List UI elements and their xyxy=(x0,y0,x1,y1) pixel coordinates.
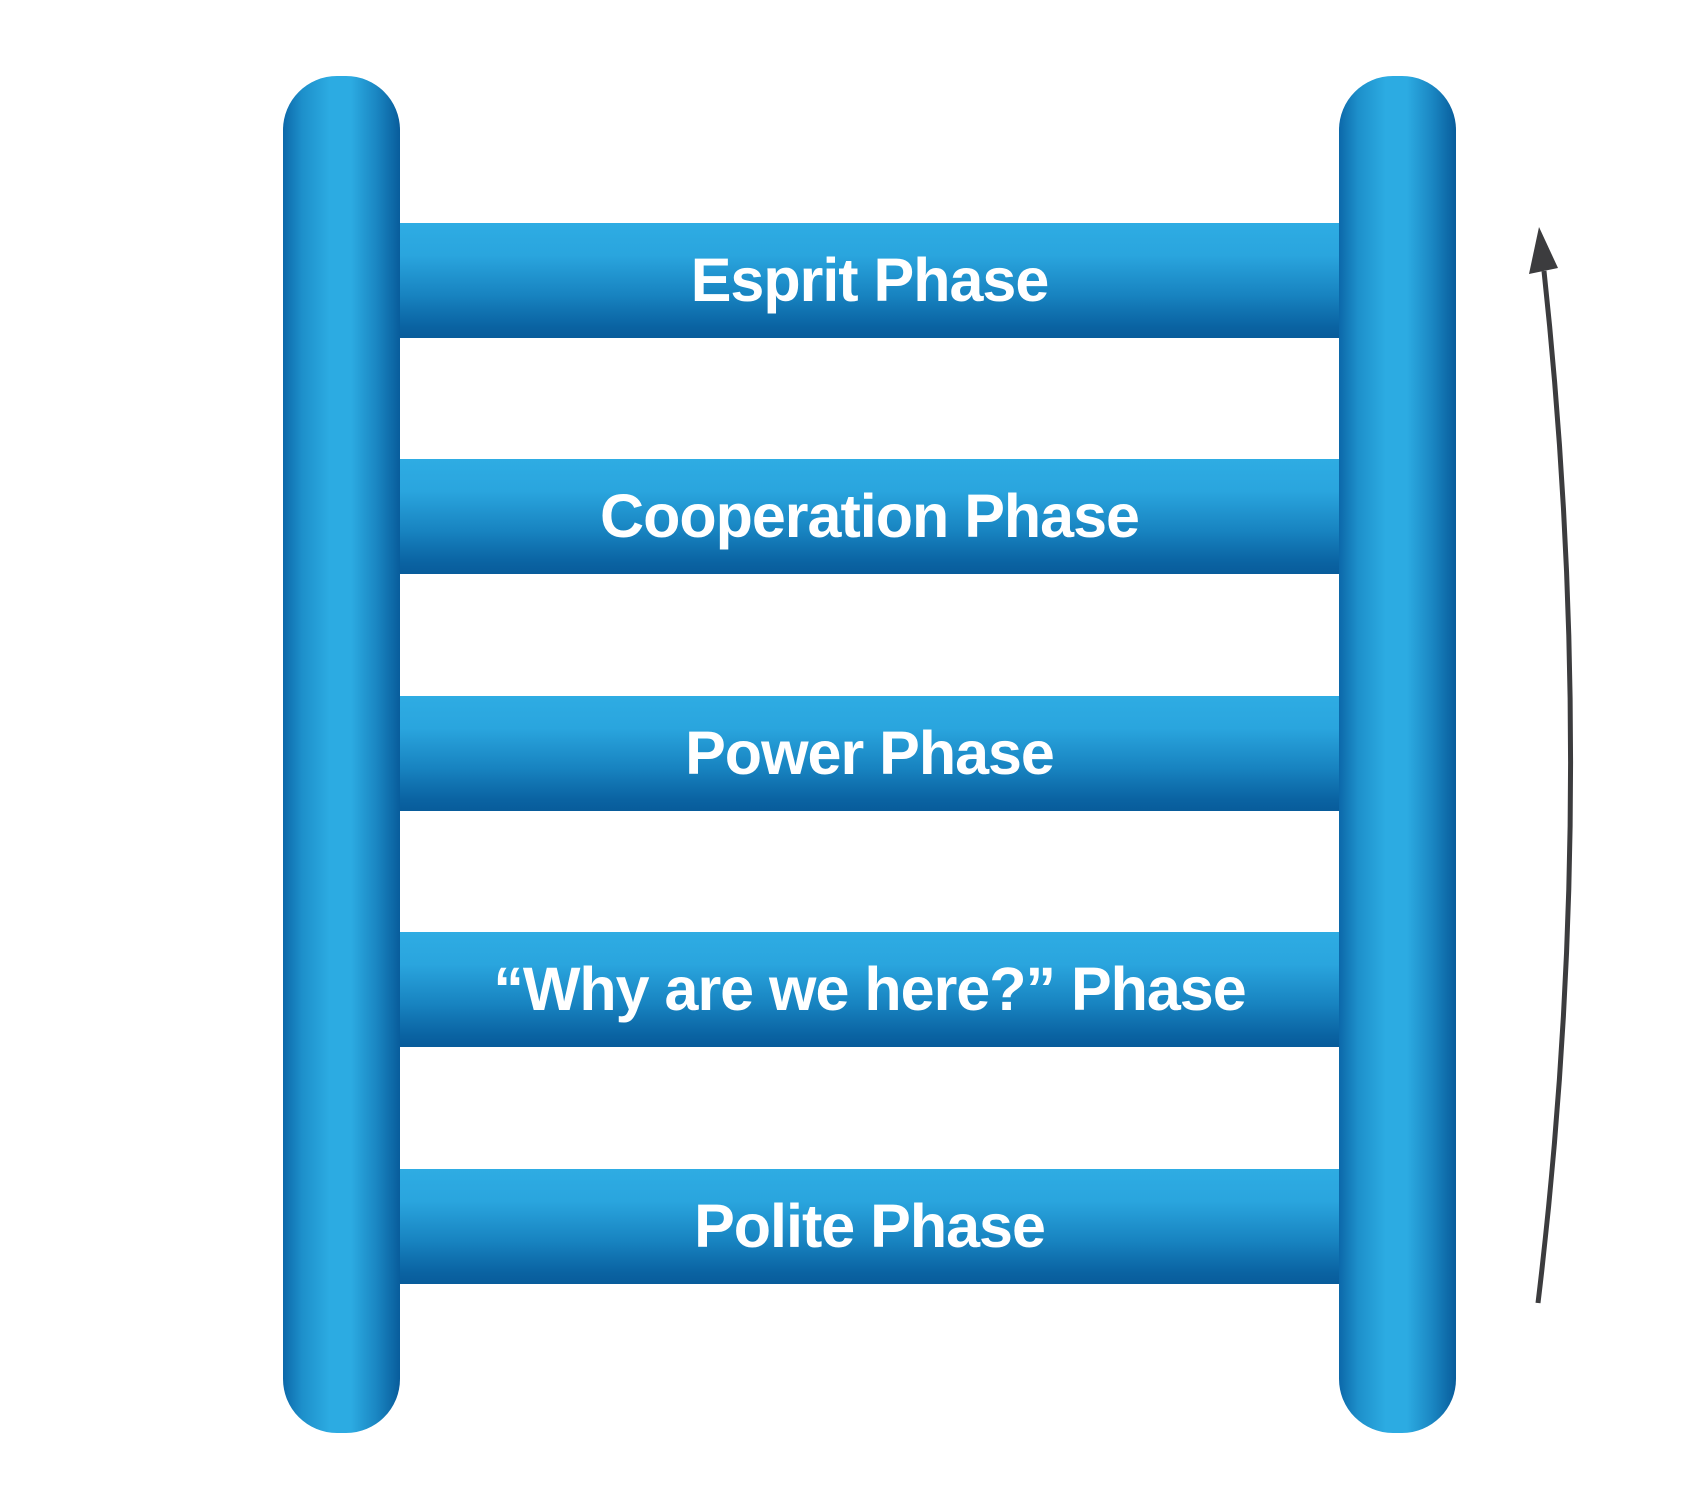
upward-arrow-head xyxy=(1529,227,1558,274)
upward-arrow-shaft xyxy=(1535,270,1574,1304)
rung-why-are-we-here-phase-label: “Why are we here?” Phase xyxy=(493,955,1246,1023)
rung-esprit-phase: Esprit Phase xyxy=(396,223,1343,338)
rung-cooperation-phase-label: Cooperation Phase xyxy=(600,482,1140,550)
rung-polite-phase: Polite Phase xyxy=(396,1169,1343,1284)
rung-polite-phase-label: Polite Phase xyxy=(694,1192,1046,1260)
rung-cooperation-phase: Cooperation Phase xyxy=(396,459,1343,574)
rung-power-phase: Power Phase xyxy=(396,696,1343,811)
ladder-right-rail xyxy=(1339,76,1456,1433)
rung-esprit-phase-label: Esprit Phase xyxy=(690,246,1050,314)
rung-power-phase-label: Power Phase xyxy=(685,719,1055,787)
ladder-left-rail xyxy=(283,76,400,1433)
rung-why-are-we-here-phase: “Why are we here?” Phase xyxy=(396,932,1343,1047)
